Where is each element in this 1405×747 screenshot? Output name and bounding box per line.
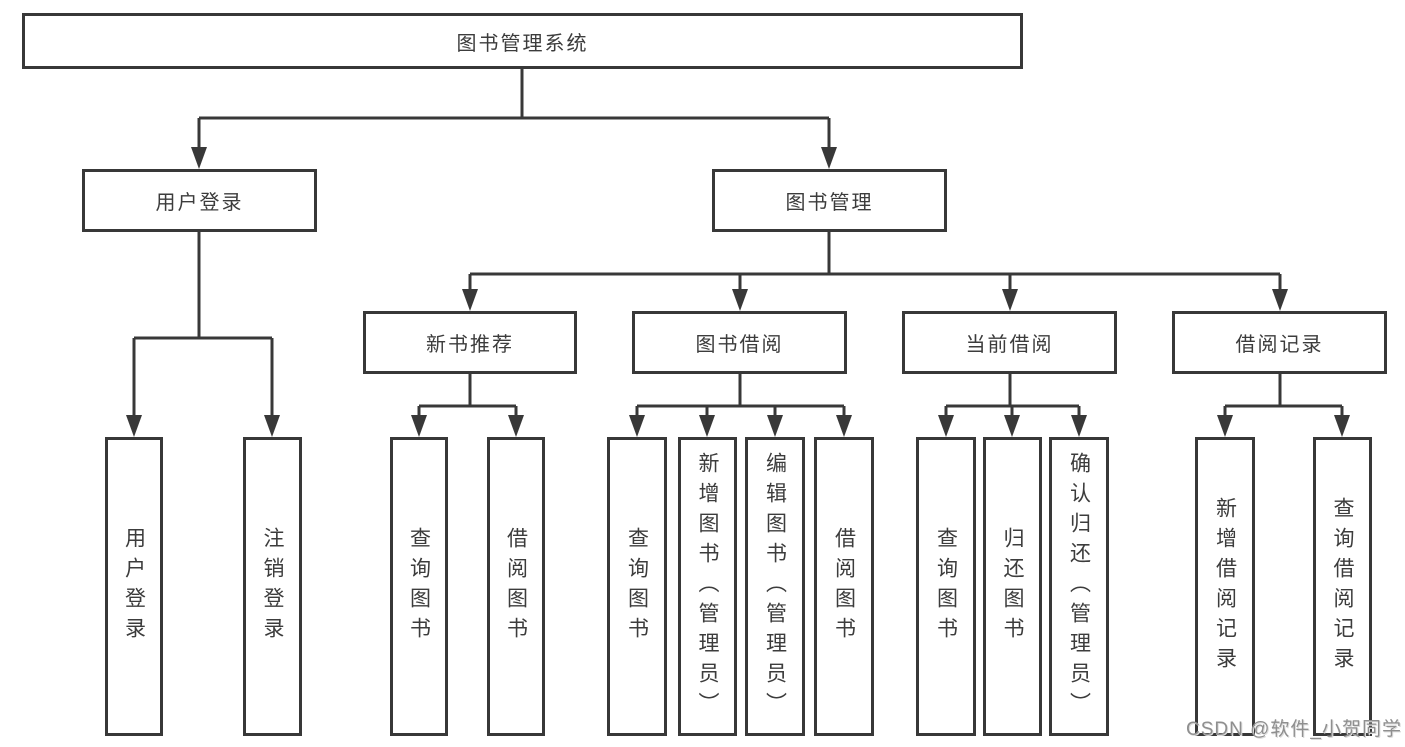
leaf-edit-book-admin-label: 编辑图书（管理员） (763, 451, 787, 722)
node-borrow-records: 借阅记录 (1172, 311, 1387, 374)
watermark: CSDN @软件_小贺同学 (1186, 719, 1402, 740)
leaf-return-book: 归还图书 (983, 437, 1042, 736)
leaf-query-borrow-record: 查询借阅记录 (1313, 437, 1372, 736)
node-book-management-label: 图书管理 (785, 192, 874, 214)
leaf-query-book-current: 查询图书 (916, 437, 976, 736)
leaf-borrow-book-recommend-label: 借阅图书 (504, 526, 528, 647)
leaf-logout-login-label: 注销登录 (261, 526, 284, 647)
node-new-book-recommend-label: 新书推荐 (426, 334, 514, 356)
leaf-add-borrow-record: 新增借阅记录 (1195, 437, 1255, 736)
node-root: 图书管理系统 (22, 13, 1023, 69)
node-root-label: 图书管理系统 (456, 32, 589, 55)
leaf-add-borrow-record-label: 新增借阅记录 (1213, 496, 1237, 677)
leaf-query-book-current-label: 查询图书 (934, 526, 958, 647)
node-user-login-label: 用户登录 (155, 192, 244, 214)
leaf-borrow-book-recommend: 借阅图书 (487, 437, 545, 736)
node-new-book-recommend: 新书推荐 (363, 311, 577, 374)
leaf-user-login: 用户登录 (105, 437, 163, 736)
node-book-borrow: 图书借阅 (632, 311, 847, 374)
leaf-logout-login: 注销登录 (243, 437, 302, 736)
leaf-query-book-borrow: 查询图书 (607, 437, 667, 736)
leaf-borrow-book-label: 借阅图书 (832, 526, 856, 647)
leaf-query-book-recommend: 查询图书 (390, 437, 448, 736)
node-current-borrow: 当前借阅 (902, 311, 1117, 374)
node-book-borrow-label: 图书借阅 (695, 334, 784, 356)
node-user-login: 用户登录 (82, 169, 317, 232)
leaf-add-book-admin-label: 新增图书（管理员） (696, 451, 719, 722)
leaf-query-borrow-record-label: 查询借阅记录 (1331, 496, 1354, 677)
leaf-query-book-recommend-label: 查询图书 (407, 526, 431, 647)
leaf-user-login-label: 用户登录 (122, 526, 146, 647)
leaf-return-book-label: 归还图书 (1001, 526, 1024, 647)
leaf-query-book-borrow-label: 查询图书 (625, 526, 649, 647)
leaf-confirm-return-admin: 确认归还（管理员） (1049, 437, 1109, 736)
leaf-borrow-book: 借阅图书 (814, 437, 874, 736)
node-book-management: 图书管理 (712, 169, 947, 232)
leaf-edit-book-admin: 编辑图书（管理员） (745, 437, 805, 736)
node-current-borrow-label: 当前借阅 (965, 334, 1054, 356)
leaf-add-book-admin: 新增图书（管理员） (678, 437, 737, 736)
leaf-confirm-return-admin-label: 确认归还（管理员） (1067, 451, 1091, 722)
node-borrow-records-label: 借阅记录 (1235, 334, 1324, 356)
